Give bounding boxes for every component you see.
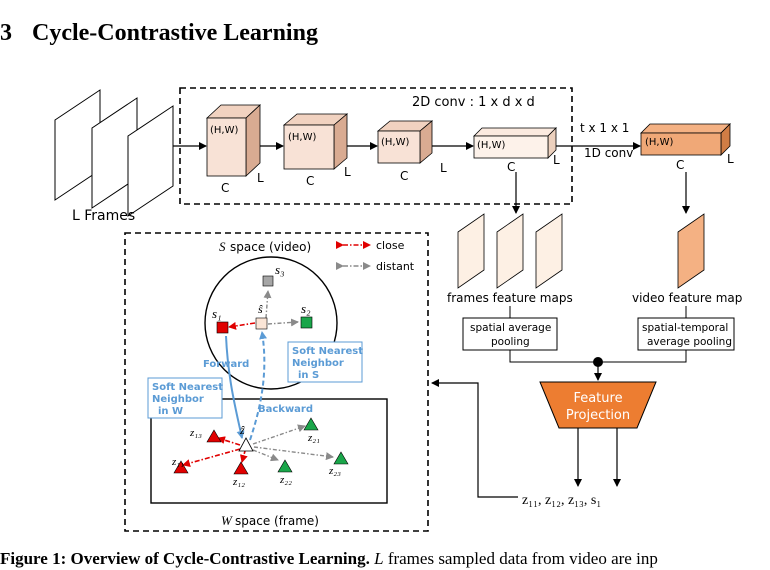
- feature-projection: [539, 381, 657, 429]
- node-z21: [303, 417, 319, 431]
- legend-close-label: close: [376, 239, 405, 252]
- cycle-contrastive-figure: L Frames 2D conv : 1 x d x d (H,W) C L (…: [54, 87, 742, 532]
- arrow-zhat-z13: [217, 436, 241, 446]
- node-s3: [262, 275, 274, 287]
- section-title: Cycle-Contrastive Learning: [32, 20, 318, 46]
- node-s2: [300, 316, 313, 329]
- node-z-hat-label: ẑ: [239, 423, 245, 437]
- block-1-c: C: [221, 181, 229, 195]
- block-3-hw: (H,W): [381, 137, 409, 148]
- conv1d-kernel: t x 1 x 1: [580, 121, 629, 135]
- caption-text: frames sampled data from video are inp: [387, 549, 658, 568]
- arrow-zhat-z11: [182, 448, 241, 467]
- spatial-pool-line1: spatial average: [470, 322, 551, 334]
- block-1-hw: (H,W): [210, 125, 238, 136]
- conv1d-label: 1D conv: [584, 146, 633, 160]
- feature-block-2: [282, 113, 349, 170]
- node-s1-label: s₁: [212, 306, 222, 321]
- s-space-text: space (video): [230, 240, 311, 254]
- block-4-l: L: [553, 153, 560, 167]
- arrow-shat-s1: [228, 321, 256, 330]
- node-z13: [206, 429, 222, 443]
- spatial-pool-box: [462, 317, 558, 351]
- block-2-c: C: [306, 174, 314, 188]
- legend-distant-label: distant: [376, 260, 415, 273]
- snn-s-box: [287, 341, 363, 383]
- block-5-hw: (H,W): [645, 137, 673, 148]
- arrow-zhat-z22: [252, 449, 279, 462]
- arrow-zhat-z23: [253, 446, 334, 461]
- snn-w-line3: in W: [158, 406, 183, 417]
- node-z21-label: z₂₁: [307, 432, 320, 444]
- backward-label: Backward: [258, 404, 313, 415]
- block-1-l: L: [257, 171, 264, 185]
- forward-label: Forward: [203, 359, 249, 370]
- outputs-label: z₁₁, z₁₂, z₁₃, s₁: [522, 493, 601, 508]
- block-2-hw: (H,W): [288, 132, 316, 143]
- feature-block-3: [376, 120, 434, 164]
- w-space-text: space (frame): [235, 514, 319, 528]
- conv2d-label: 2D conv : 1 x d x d: [412, 95, 535, 110]
- block-3-l: L: [440, 161, 447, 175]
- arrow-shat-s2: [267, 318, 299, 327]
- feature-block-1: [205, 104, 262, 177]
- block-4-hw: (H,W): [477, 140, 505, 151]
- caption-title: Overview of Cycle-Contrastive Learning.: [70, 549, 370, 568]
- video-feature-map: [677, 213, 705, 289]
- section-number: 3: [0, 20, 12, 46]
- node-z12: [233, 461, 249, 475]
- feature-projection-line1: Feature: [573, 391, 622, 406]
- snn-w-line1: Soft Nearest: [152, 382, 223, 393]
- snn-w-box: [147, 377, 223, 419]
- node-s-hat-label: ŝ: [258, 302, 263, 316]
- node-z-hat: [238, 437, 254, 452]
- node-z11-label: z₁₁: [171, 456, 184, 468]
- w-space-symbol: W: [221, 513, 233, 528]
- caption-var: L: [374, 549, 384, 568]
- figure-caption: Figure 1: Overview of Cycle-Contrastive …: [0, 549, 658, 569]
- block-4-c: C: [507, 160, 515, 174]
- arrow-zhat-z12: [239, 450, 248, 463]
- snn-s-line2: Neighbor: [292, 358, 344, 369]
- feature-block-5: [640, 123, 731, 156]
- st-pool-line2: average pooling: [647, 336, 732, 348]
- node-z23: [333, 451, 349, 465]
- input-frames: [54, 89, 174, 217]
- s-space-symbol: S: [219, 239, 226, 254]
- caption-label: Figure 1:: [0, 549, 67, 568]
- frames-label: L Frames: [72, 208, 135, 224]
- embedding-space-box: [124, 232, 429, 532]
- feature-projection-line2: Projection: [566, 408, 630, 423]
- node-s-hat: [255, 317, 268, 330]
- frames-feature-maps: [457, 213, 563, 289]
- block-2-l: L: [344, 165, 351, 179]
- node-z11: [173, 460, 189, 474]
- node-z22-label: z₂₂: [279, 474, 292, 486]
- snn-w-line2: Neighbor: [152, 394, 204, 405]
- forward-curve: [225, 335, 245, 439]
- block-5-c: C: [676, 158, 684, 172]
- feedback-arrow: [431, 379, 518, 498]
- spatial-pool-line2: pooling: [491, 336, 530, 348]
- node-z23-label: z₂₃: [328, 465, 341, 477]
- feature-block-4: [473, 127, 557, 159]
- node-s1: [216, 321, 229, 334]
- block-3-c: C: [400, 169, 408, 183]
- snn-s-line1: Soft Nearest: [292, 346, 363, 357]
- st-pool-line1: spatial-temporal: [642, 322, 728, 334]
- node-z12-label: z₁₂: [232, 476, 245, 488]
- node-z22: [277, 459, 293, 473]
- snn-s-line3: in S: [298, 370, 319, 381]
- arrow-shat-s3: [263, 290, 272, 319]
- frames-feature-maps-label: frames feature maps: [447, 291, 573, 305]
- node-s2-label: s₂: [301, 301, 311, 316]
- section-heading: 3 Cycle-Contrastive Learning: [0, 20, 318, 47]
- node-s3-label: s₃: [275, 262, 285, 277]
- block-5-l: L: [727, 152, 734, 166]
- backward-curve: [249, 331, 268, 441]
- st-pool-box: [637, 317, 735, 351]
- video-feature-map-label: video feature map: [632, 291, 742, 305]
- node-z13-label: z₁₃: [189, 427, 202, 439]
